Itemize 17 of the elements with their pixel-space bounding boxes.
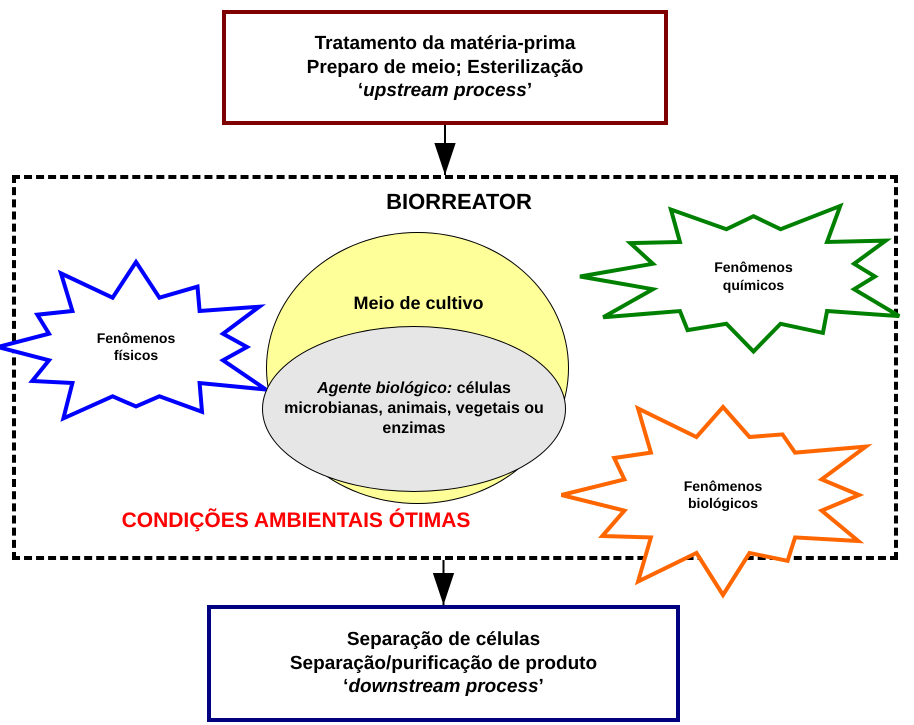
- section-title: BIORREATOR: [385, 189, 533, 215]
- node-label: Preparo de meio; Esterilização: [306, 56, 584, 80]
- node-label: ‘upstream process’: [358, 79, 532, 104]
- node-label: Tratamento da matéria-prima: [314, 32, 576, 56]
- arrow: [434, 125, 456, 175]
- node-label: Separação de células: [346, 628, 540, 652]
- node-label: Agente biológico: células microbianas, animais, vegetais ou enzimas: [283, 379, 545, 439]
- node-label: Fenômenos biológicos: [682, 478, 764, 512]
- ellipse-label: Meio de cultivo: [352, 293, 485, 314]
- note-text: CONDIÇÕES AMBIENTAIS ÓTIMAS: [120, 509, 472, 533]
- node-label: Separação/purificação de produto: [290, 652, 598, 676]
- arrow: [432, 560, 454, 605]
- process-box: [222, 10, 668, 125]
- node-label: Fenômenos físicos: [96, 330, 176, 364]
- node-label: ‘downstream process’: [343, 675, 544, 700]
- node-label: Fenômenos químicos: [713, 259, 794, 294]
- process-box: [207, 605, 680, 722]
